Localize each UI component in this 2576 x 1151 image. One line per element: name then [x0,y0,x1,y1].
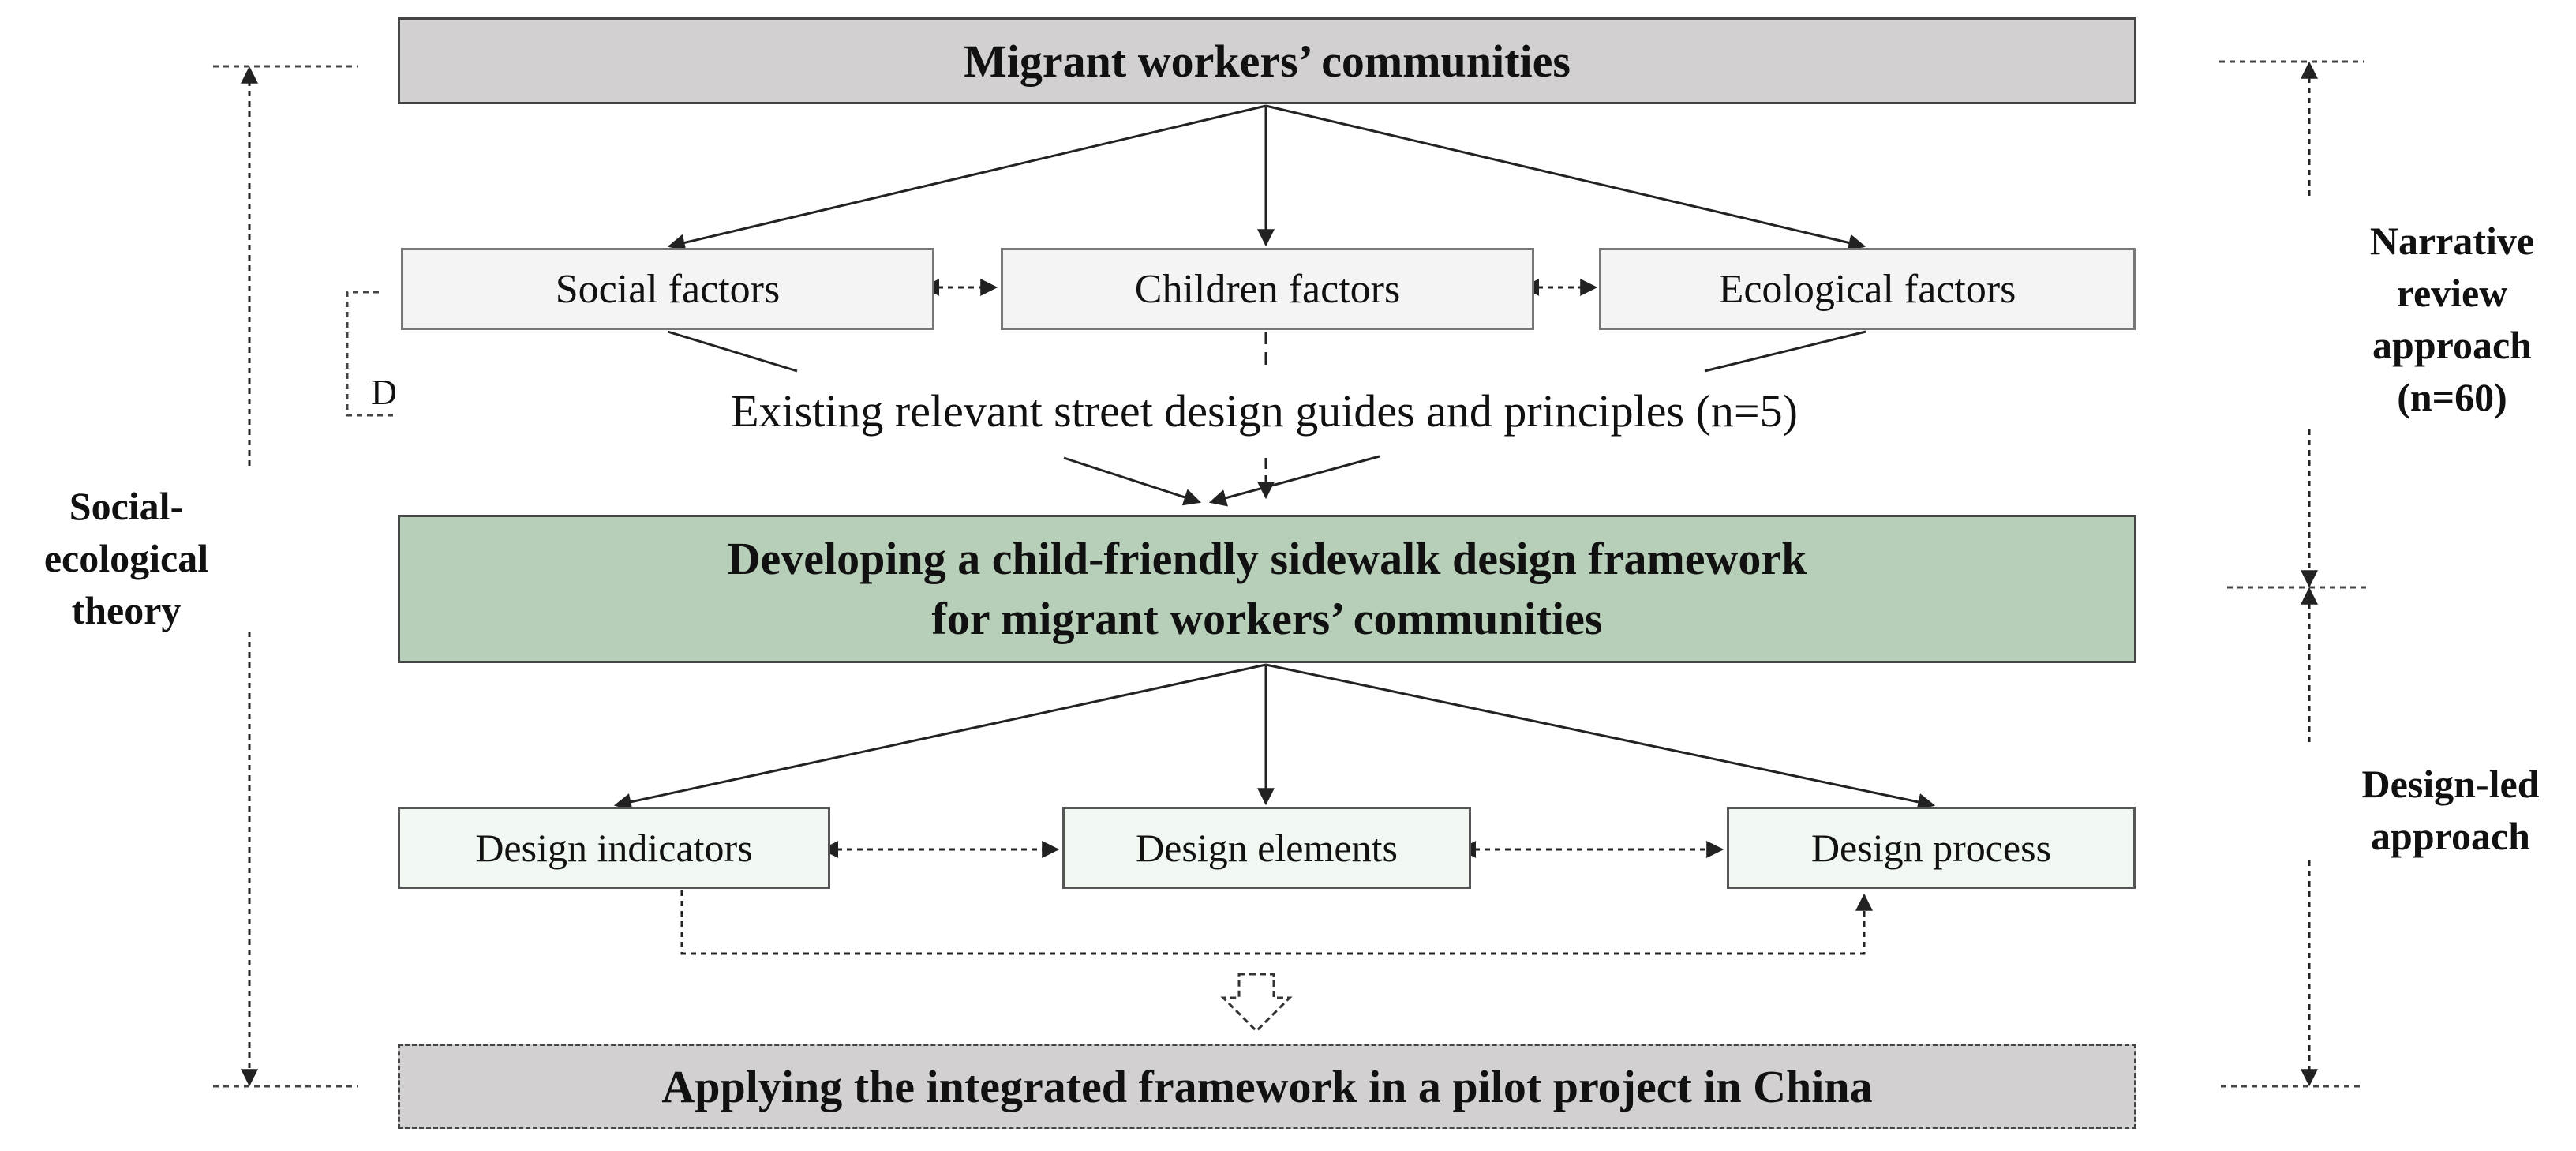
design-process-label: Design process [1810,826,2052,870]
arrow-framework-to-indicators [613,663,1267,811]
left-label-line-3: theory [71,588,182,632]
loop-indicators-to-process [680,890,1873,955]
ecological-factors-box: Ecological factors [1599,248,2136,330]
right-top-line-3: approach [2372,323,2532,367]
arrow-framework-to-process [1265,663,1936,811]
migrant-communities-box: Migrant workers’ communities [398,17,2136,104]
arrow-guides-left [1063,456,1202,506]
children-factors-box: Children factors [1001,248,1534,330]
narrative-review-label: Narrative review approach (n=60) [2328,215,2576,423]
framework-title-line-2: for migrant workers’ communities [931,593,1603,644]
line-social-to-guides [667,330,798,373]
arrow-top-to-social [667,104,1267,252]
hollow-down-arrow-icon [1220,973,1293,1033]
pilot-project-label: Applying the integrated framework in a p… [661,1060,1873,1112]
ecological-factors-label: Ecological factors [1718,266,2016,312]
street-design-guides-text: Existing relevant street design guides a… [395,379,2134,444]
left-label-line-1: Social- [69,484,184,528]
design-process-box: Design process [1727,807,2136,889]
design-led-approach-label: Design-led approach [2325,758,2576,862]
social-factors-label: Social factors [555,266,781,312]
data-bracket [346,291,548,417]
right-bottom-line-1: Design-led [2361,762,2540,806]
framework-title-line-1: Developing a child-friendly sidewalk des… [727,533,1807,584]
right-top-line-1: Narrative [2369,219,2535,263]
right-top-line-2: review [2396,271,2508,315]
social-ecological-theory-label: Social- ecological theory [8,480,245,636]
children-factors-label: Children factors [1134,266,1401,312]
migrant-communities-label: Migrant workers’ communities [964,35,1571,87]
design-elements-box: Design elements [1062,807,1471,889]
design-indicators-box: Design indicators [398,807,830,889]
design-elements-label: Design elements [1136,826,1398,870]
social-factors-box: Social factors [401,248,934,330]
line-ecological-to-guides [1704,330,1866,373]
right-bottom-line-2: approach [2371,814,2530,858]
pilot-project-box: Applying the integrated framework in a p… [398,1044,2136,1129]
arrow-top-to-ecological [1265,104,1866,252]
right-top-line-4: (n=60) [2397,375,2507,419]
arrow-guides-right [1208,455,1380,507]
left-label-line-2: ecological [43,536,209,580]
design-indicators-label: Design indicators [475,826,753,870]
framework-box: Developing a child-friendly sidewalk des… [398,515,2136,663]
